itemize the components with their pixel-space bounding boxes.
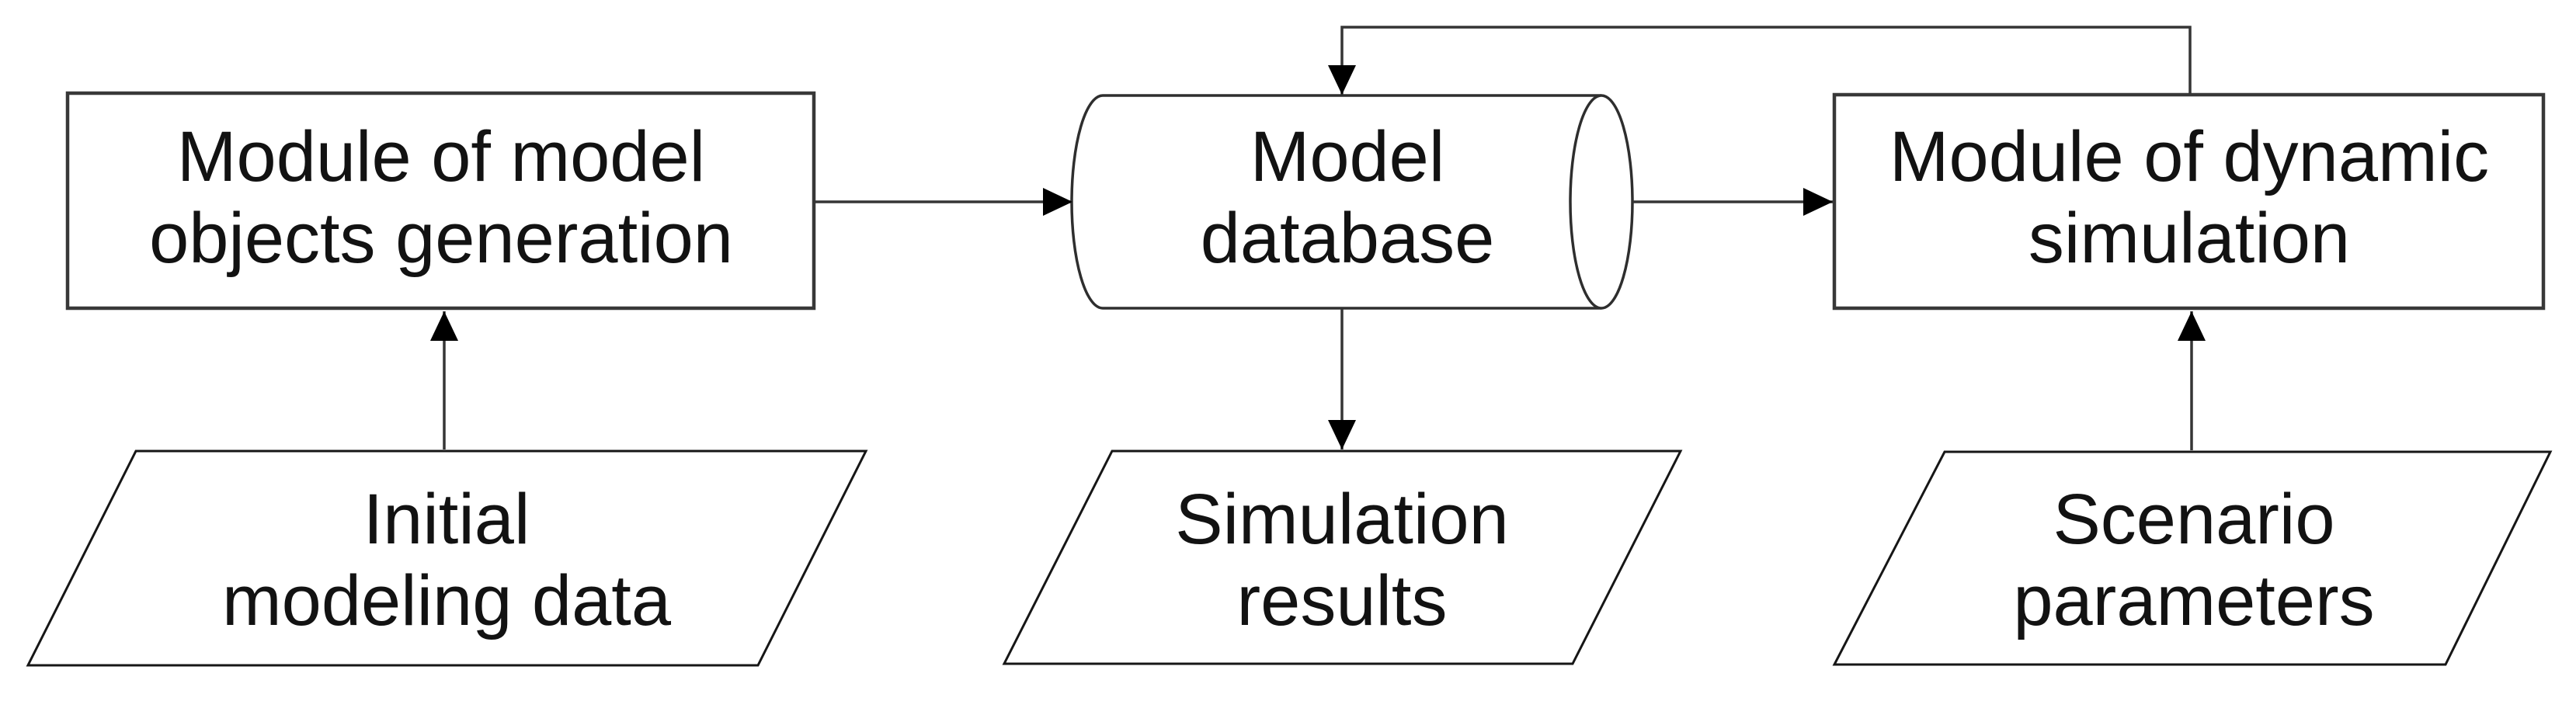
node-label-line: Initial bbox=[363, 480, 530, 559]
cylinder-cap bbox=[1569, 94, 1634, 310]
node-simulation-results: Simulation results bbox=[1002, 449, 1683, 665]
node-label-line: Scenario bbox=[2053, 480, 2334, 559]
node-label-line: parameters bbox=[2013, 561, 2374, 640]
node-label-line: objects generation bbox=[149, 199, 733, 278]
data-parallelogram bbox=[26, 449, 868, 667]
node-label-line: Module of model bbox=[177, 117, 705, 196]
node-model-database: Model database bbox=[1070, 94, 1634, 310]
node-module-dynamic-simulation: Module of dynamic simulation bbox=[1832, 92, 2546, 311]
process-rectangle bbox=[1832, 92, 2546, 311]
node-label-line: Module of dynamic bbox=[1889, 117, 2489, 196]
node-initial-modeling-data: Initial modeling data bbox=[26, 449, 868, 667]
node-module-objects-generation: Module of model objects generation bbox=[65, 91, 816, 311]
edge-simulation-feedback bbox=[1328, 26, 2192, 95]
node-label-line: results bbox=[1237, 561, 1448, 640]
data-parallelogram bbox=[1002, 449, 1683, 665]
process-rectangle bbox=[65, 91, 816, 311]
data-parallelogram bbox=[1832, 450, 2553, 666]
node-label-line: database bbox=[1201, 199, 1495, 278]
node-scenario-parameters: Scenario parameters bbox=[1832, 450, 2553, 666]
node-label-line: Model bbox=[1250, 117, 1445, 196]
node-label-line: modeling data bbox=[222, 561, 672, 640]
node-label-line: simulation bbox=[2028, 199, 2350, 278]
node-label-line: Simulation bbox=[1175, 480, 1509, 559]
